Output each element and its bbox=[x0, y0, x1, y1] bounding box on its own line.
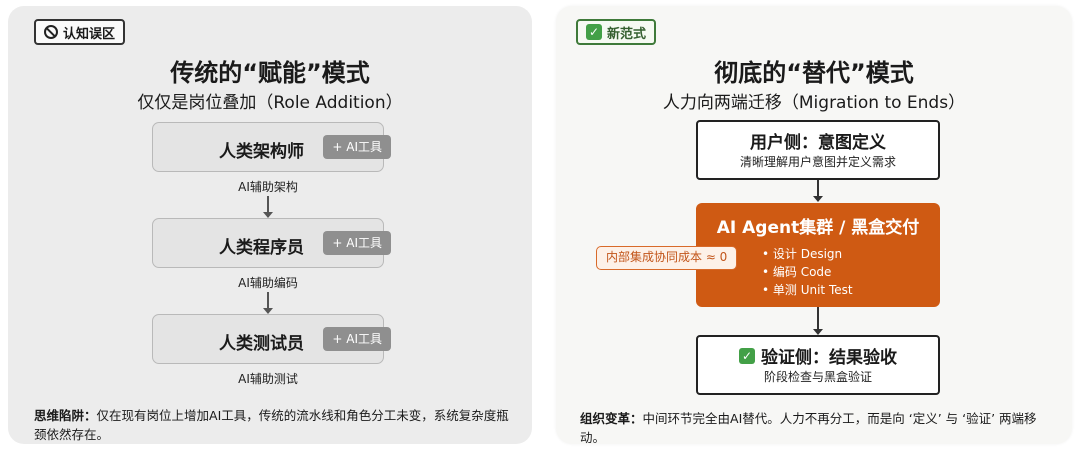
role-name: 人类测试员 bbox=[219, 334, 304, 354]
down-arrow bbox=[263, 292, 273, 314]
verify-side-sub: 阶段检查与黑盒验证 bbox=[763, 370, 872, 384]
new-paradigm-tag-label: 新范式 bbox=[607, 26, 647, 42]
check-icon: ✓ bbox=[586, 24, 602, 40]
ban-icon bbox=[44, 25, 58, 39]
role-name: 人类架构师 bbox=[219, 142, 304, 162]
verify-side-title: 验证侧：结果验收 bbox=[761, 348, 897, 368]
ai-agent-title: AI Agent集群 / 黑盒交付 bbox=[716, 218, 920, 238]
user-side-sub: 清晰理解用户意图并定义需求 bbox=[739, 155, 896, 169]
right-subtitle: 人力向两端迁移（Migration to Ends） bbox=[662, 93, 966, 113]
cost-badge: 内部集成协同成本 ≈ 0 bbox=[596, 246, 738, 270]
ai-tool-chip: + AI工具 bbox=[323, 231, 391, 255]
agent-item-code: • 编码 Code bbox=[762, 265, 832, 279]
ai-tool-chip: + AI工具 bbox=[323, 327, 391, 351]
assist-label: AI辅助架构 bbox=[238, 180, 298, 194]
right-title: 彻底的“替代”模式 bbox=[714, 59, 914, 87]
down-arrow bbox=[813, 180, 823, 202]
right-panel: ✓ 新范式 彻底的“替代”模式 人力向两端迁移（Migration to End… bbox=[556, 6, 1072, 447]
role-box-tester: 人类测试员 + AI工具 bbox=[152, 314, 391, 364]
down-arrow bbox=[263, 196, 273, 218]
misconception-tag: 认知误区 bbox=[34, 19, 126, 45]
verify-side-title-row: ✓ 验证侧：结果验收 bbox=[698, 343, 938, 368]
down-arrow bbox=[813, 307, 823, 335]
user-side-title: 用户侧：意图定义 bbox=[750, 133, 886, 153]
footer-label: 组织变革： bbox=[580, 411, 643, 426]
misconception-tag-label: 认知误区 bbox=[63, 26, 116, 42]
new-paradigm-tag: ✓ 新范式 bbox=[576, 19, 657, 45]
assist-label: AI辅助编码 bbox=[238, 276, 298, 290]
ai-tool-chip: + AI工具 bbox=[323, 135, 391, 159]
role-name: 人类程序员 bbox=[219, 238, 304, 258]
right-footer: 组织变革：中间环节完全由AI替代。人力不再分工，而是向 ‘定义’ 与 ‘验证’ … bbox=[580, 409, 1060, 447]
check-icon: ✓ bbox=[739, 347, 755, 364]
footer-label: 思维陷阱： bbox=[34, 408, 97, 423]
left-subtitle: 仅仅是岗位叠加（Role Addition） bbox=[137, 93, 403, 113]
agent-item-unit-test: • 单测 Unit Test bbox=[762, 283, 853, 297]
left-panel: 认知误区 传统的“赋能”模式 仅仅是岗位叠加（Role Addition） 人类… bbox=[8, 6, 532, 444]
user-side-box: 用户侧：意图定义 清晰理解用户意图并定义需求 bbox=[696, 120, 940, 180]
left-title: 传统的“赋能”模式 bbox=[170, 59, 370, 87]
footer-text: 中间环节完全由AI替代。人力不再分工，而是向 ‘定义’ 与 ‘验证’ 两端移动。 bbox=[580, 411, 1037, 445]
agent-item-design: • 设计 Design bbox=[762, 247, 843, 261]
ai-agent-list: • 设计 Design • 编码 Code • 单测 Unit Test bbox=[762, 245, 853, 299]
assist-label: AI辅助测试 bbox=[238, 372, 298, 386]
footer-text: 仅在现有岗位上增加AI工具，传统的流水线和角色分工未变，系统复杂度瓶颈依然存在。 bbox=[34, 408, 509, 442]
role-box-programmer: 人类程序员 + AI工具 bbox=[152, 218, 391, 268]
left-footer: 思维陷阱：仅在现有岗位上增加AI工具，传统的流水线和角色分工未变，系统复杂度瓶颈… bbox=[34, 406, 514, 444]
verify-side-box: ✓ 验证侧：结果验收 阶段检查与黑盒验证 bbox=[696, 335, 940, 395]
role-box-architect: 人类架构师 + AI工具 bbox=[152, 122, 391, 172]
